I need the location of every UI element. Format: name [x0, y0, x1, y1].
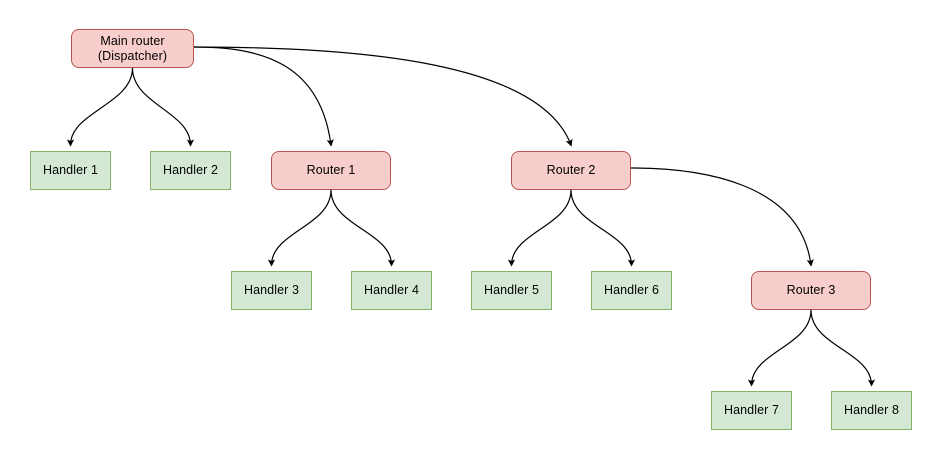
node-handler-5[interactable]: Handler 5: [471, 271, 552, 310]
node-label-handler-8: Handler 8: [843, 403, 900, 417]
node-label-router-3: Router 3: [786, 283, 836, 297]
edge-main-h2: [131, 67, 195, 147]
node-label-handler-7: Handler 7: [723, 403, 780, 417]
node-label-handler-4: Handler 4: [363, 283, 420, 297]
edge-r1-h4: [330, 189, 396, 267]
edge-r2-r3: [630, 167, 814, 267]
node-label-handler-5: Handler 5: [483, 283, 540, 297]
edge-r2-h5: [507, 189, 572, 267]
edge-r3-h7: [747, 309, 812, 387]
node-handler-2[interactable]: Handler 2: [150, 151, 231, 190]
node-label-router-1: Router 1: [306, 163, 356, 177]
node-main-router[interactable]: Main router (Dispatcher): [71, 29, 194, 68]
node-label-router-2: Router 2: [546, 163, 596, 177]
edge-r1-h3: [267, 189, 332, 267]
edge-main-h1: [66, 67, 134, 147]
node-handler-6[interactable]: Handler 6: [591, 271, 672, 310]
edge-r2-h6: [570, 189, 636, 267]
node-router-3[interactable]: Router 3: [751, 271, 871, 310]
edges-group: [66, 46, 876, 387]
node-label-handler-3: Handler 3: [243, 283, 300, 297]
node-router-1[interactable]: Router 1: [271, 151, 391, 190]
node-label-handler-1: Handler 1: [42, 163, 99, 177]
edge-main-r2: [193, 46, 573, 147]
node-router-2[interactable]: Router 2: [511, 151, 631, 190]
node-handler-7[interactable]: Handler 7: [711, 391, 792, 430]
node-handler-3[interactable]: Handler 3: [231, 271, 312, 310]
edge-r3-h8: [810, 309, 876, 387]
node-label-main-router: Main router (Dispatcher): [97, 33, 168, 63]
node-handler-1[interactable]: Handler 1: [30, 151, 111, 190]
node-handler-8[interactable]: Handler 8: [831, 391, 912, 430]
edge-main-r1: [193, 46, 334, 147]
node-label-handler-6: Handler 6: [603, 283, 660, 297]
node-handler-4[interactable]: Handler 4: [351, 271, 432, 310]
node-label-handler-2: Handler 2: [162, 163, 219, 177]
